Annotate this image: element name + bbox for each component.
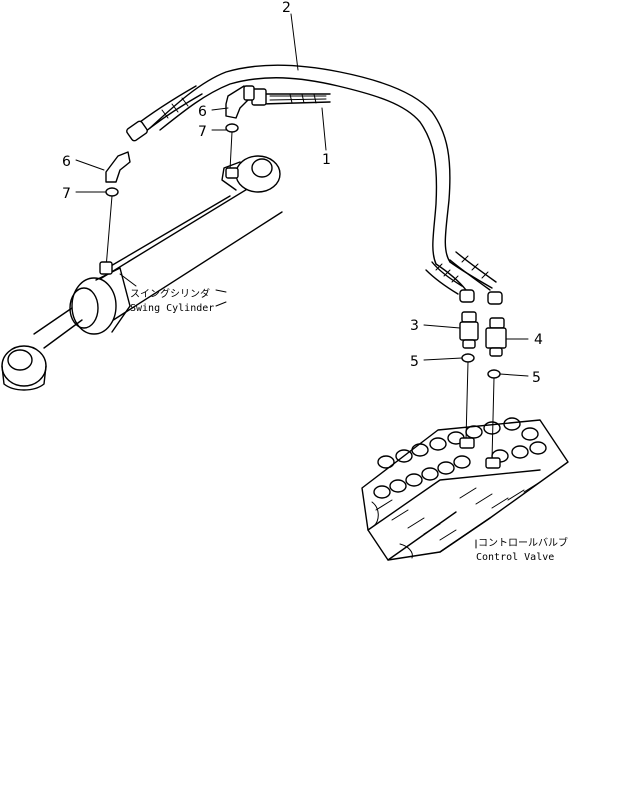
hose-lower-sections <box>425 251 503 305</box>
callout-7-upper: 7 <box>198 124 207 140</box>
callout-numbers: 2 1 6 7 6 7 3 4 5 5 <box>62 0 543 386</box>
elbow-fitting-upper <box>225 85 255 119</box>
swing-cylinder-label-en: Swing Cylinder <box>130 303 214 314</box>
callout-5-right: 5 <box>532 370 541 386</box>
swing-cylinder-label-jp: スイングシリンダ <box>130 287 210 300</box>
o-ring-lower <box>105 187 119 197</box>
control-valve-label-en: Control Valve <box>476 552 554 563</box>
check-valve-fitting <box>459 311 479 349</box>
hose-top <box>126 85 331 142</box>
callout-5-left: 5 <box>410 354 419 370</box>
callout-4: 4 <box>534 332 543 348</box>
callout-6-upper: 6 <box>198 104 207 120</box>
control-valve <box>361 417 569 561</box>
adapter-fitting <box>485 317 507 357</box>
control-valve-label-jp: コントロールバルブ <box>478 536 568 549</box>
elbow-fitting-lower <box>105 151 131 183</box>
swing-cylinder-label: スイングシリンダ Swing Cylinder <box>130 287 214 314</box>
swing-cylinder <box>1 155 283 391</box>
control-valve-label: コントロールバルブ Control Valve <box>476 536 568 563</box>
callout-1: 1 <box>322 152 331 168</box>
callout-7-lower: 7 <box>62 186 71 202</box>
callout-6-lower: 6 <box>62 154 71 170</box>
o-ring-upper <box>225 123 239 133</box>
leader-lines <box>75 13 529 549</box>
callout-3: 3 <box>410 318 419 334</box>
callout-2: 2 <box>282 0 291 16</box>
o-ring-valve-left <box>461 353 475 363</box>
o-ring-valve-right <box>487 369 501 379</box>
